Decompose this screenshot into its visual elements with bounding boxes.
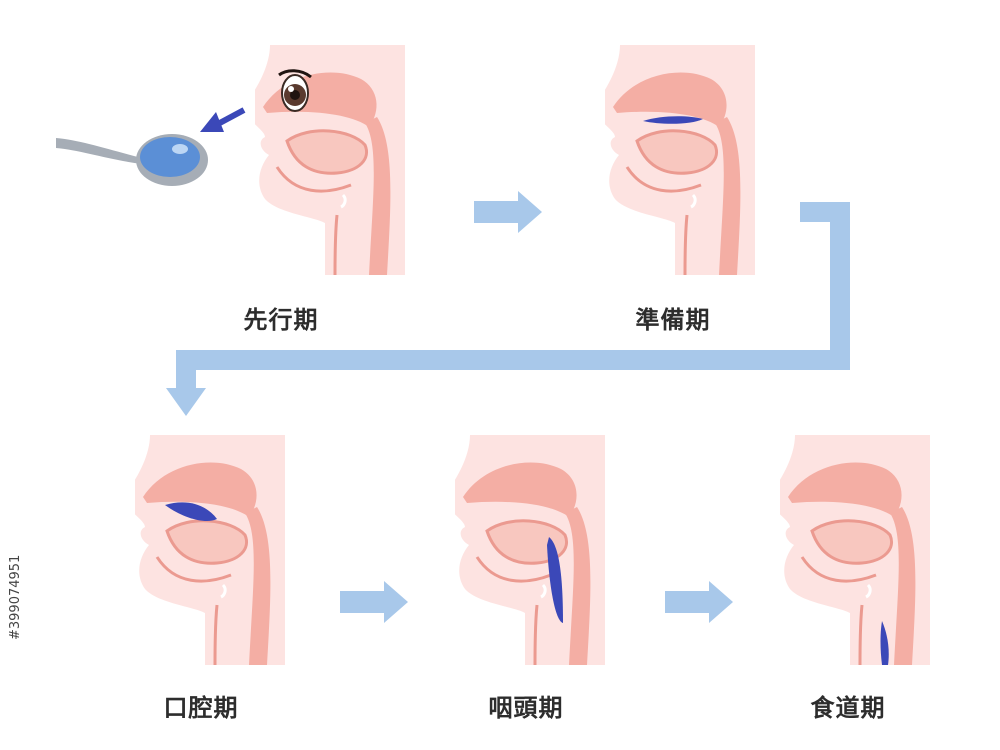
- stage-label-5: 食道期: [810, 694, 886, 722]
- arrow-down-left-icon: [200, 107, 246, 132]
- spoon-icon: [56, 134, 208, 186]
- stage-panel-1: [239, 43, 407, 277]
- stage-label-4: 咽頭期: [488, 694, 564, 722]
- stage-label-2: 準備期: [635, 306, 711, 334]
- stage-panel-3: [119, 433, 287, 667]
- food-bolus: [547, 537, 563, 623]
- arrow-right-icon: [665, 581, 733, 623]
- arrow-right-icon: [340, 581, 408, 623]
- food-bolus: [165, 502, 217, 522]
- stage-label-3: 口腔期: [163, 694, 239, 722]
- food-bolus: [643, 116, 703, 124]
- arrow-right-icon: [474, 191, 542, 233]
- stage-panel-5: [764, 433, 932, 667]
- stage-label-1: 先行期: [243, 306, 319, 334]
- stock-id: #399074951: [8, 554, 23, 640]
- eye-icon: [278, 69, 312, 112]
- food-bolus: [880, 621, 889, 665]
- stage-panel-4: [439, 433, 607, 667]
- stage-panel-2: [589, 43, 757, 277]
- connector-arrow: [166, 202, 850, 416]
